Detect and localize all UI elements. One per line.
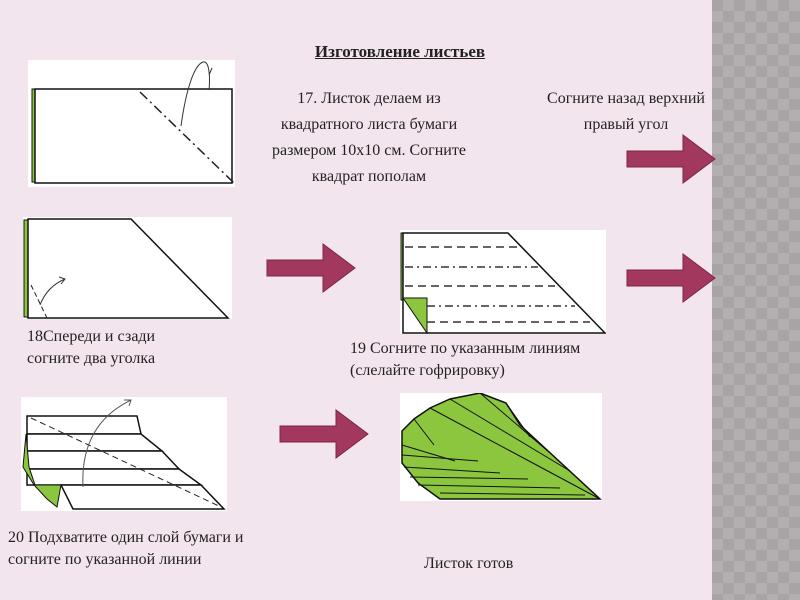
text-line: согните два уголка: [27, 350, 156, 367]
arrow-right-icon: [278, 408, 370, 460]
text-line: (слелайте гофрировку): [350, 362, 505, 379]
text-line: 19 Согните по указанным линиям: [350, 340, 581, 357]
text-line: правый угол: [583, 116, 669, 133]
decorative-side-strip: [712, 0, 800, 600]
step17-diagram: [28, 60, 235, 187]
text-line: 18Спереди и сзади: [27, 328, 156, 345]
step19-text: 19 Согните по указанным линиям (слелайте…: [350, 338, 580, 382]
text-line: 20 Подхватите один слой бумаги и: [8, 529, 244, 546]
step18-diagram: [23, 217, 232, 319]
text-line: квадратного листа бумаги: [280, 116, 458, 133]
text-line: Согните назад верхний: [547, 90, 705, 107]
arrow-right-icon: [625, 252, 717, 304]
step20-text: 20 Подхватите один слой бумаги и согните…: [8, 527, 244, 571]
arrow-right-icon: [625, 133, 717, 185]
text-line: 17. Листок делаем из: [297, 90, 441, 107]
step19-diagram: [400, 230, 606, 334]
text-line: согните по указанной линии: [8, 551, 202, 568]
step20-diagram: [21, 397, 227, 511]
finished-leaf-diagram: [400, 393, 602, 501]
text-line: квадрат пополам: [311, 168, 427, 185]
step17-text: 17. Листок делаем из квадратного листа б…: [238, 86, 500, 190]
arrow-right-icon: [265, 242, 357, 294]
step17b-text: Согните назад верхний правый угол: [510, 86, 742, 138]
text-line: размером 10х10 см. Согните: [272, 142, 466, 159]
step18-text: 18Спереди и сзади согните два уголка: [27, 326, 155, 370]
slide-title: Изготовление листьев: [314, 42, 486, 61]
final-label: Листок готов: [424, 555, 514, 572]
